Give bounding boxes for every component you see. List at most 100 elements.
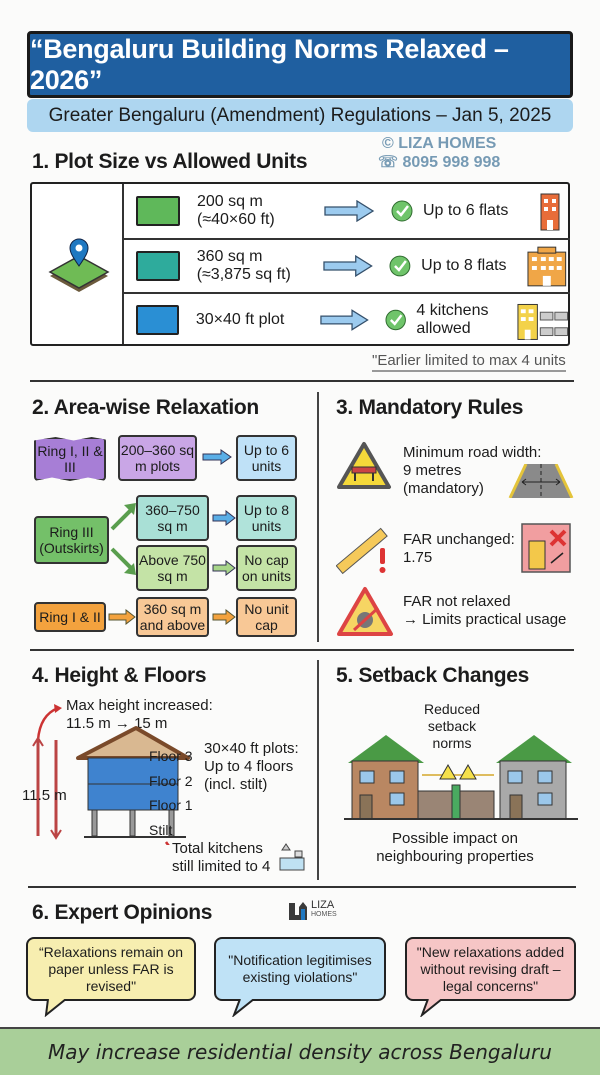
divider <box>317 392 319 642</box>
divider <box>30 380 574 382</box>
label-line: norms <box>432 735 472 751</box>
watermark: © LIZA HOMES ☏ 8095 998 998 <box>378 134 500 172</box>
plot-size-table: 200 sq m(≈40×60 ft) Up to 6 flats 360 sq… <box>30 182 570 346</box>
rule-line: → Limits practical usage <box>403 611 567 628</box>
divider <box>317 660 319 880</box>
max-height-line: 11.5 m → 15 m <box>66 715 168 732</box>
bubble-tail <box>232 999 255 1017</box>
note-line: (incl. stilt) <box>204 776 268 793</box>
section6-heading: 6. Expert Opinions <box>32 901 213 924</box>
kitchen-stove-icon <box>279 843 305 871</box>
plot-row: 200 sq m(≈40×60 ft) Up to 6 flats <box>124 184 570 238</box>
road-width-icon <box>508 464 574 498</box>
section5-heading: 5. Setback Changes <box>336 664 530 687</box>
branch-arrows-icon <box>110 503 136 575</box>
road-barrier-warning-icon <box>337 442 391 489</box>
rule-line: (mandatory) <box>403 480 484 497</box>
logo-line: LIZA <box>311 899 335 911</box>
section2-heading: 2. Area-wise Relaxation <box>32 396 259 419</box>
plot-map-cell <box>32 184 124 344</box>
max-height-note: Max height increased:11.5 m → 15 m <box>66 697 213 733</box>
floor-label: Floor 2 <box>149 772 193 789</box>
unit-result: Up to 6 units <box>236 435 297 481</box>
height-dimension: 11.5 m <box>22 787 67 804</box>
earlier-limit-note: "Earlier limited to max 4 units <box>372 352 566 372</box>
bubble-tail <box>44 999 67 1017</box>
plots-floors-note: 30×40 ft plots:Up to 4 floors(incl. stil… <box>204 740 299 794</box>
arrow-right-icon <box>212 510 236 526</box>
floor-label: Stilt <box>149 821 173 838</box>
plot-range: Above 750 sq m <box>136 545 209 591</box>
divider <box>30 649 574 651</box>
building-small-icon <box>540 193 560 231</box>
rule-line: 1.75 <box>403 549 433 566</box>
opinion-bubble: "Notification legitimises existing viola… <box>214 937 386 1001</box>
building-large-icon <box>527 246 567 287</box>
rule-far-unchanged: FAR unchanged:1.75 <box>403 531 515 567</box>
page-title: “Bengaluru Building Norms Relaxed – 2026… <box>27 31 573 98</box>
logo-line: HOMES <box>311 911 337 918</box>
note-line: Up to 4 floors <box>204 758 294 775</box>
rule-line: 9 metres <box>403 462 462 479</box>
section4-heading: 4. Height & Floors <box>32 664 207 687</box>
plot-swatch-blue <box>136 305 179 335</box>
plot-row: 360 sq m(≈3,875 sq ft) Up to 8 flats <box>124 238 570 292</box>
max-height-line: Max height increased: <box>66 697 213 714</box>
rule-road-width: Minimum road width:9 metres(mandatory) <box>403 444 541 498</box>
divider <box>28 886 576 888</box>
setback-houses-illustration <box>344 735 578 820</box>
page-subtitle: Greater Bengaluru (Amendment) Regulation… <box>27 99 573 132</box>
arrow-right-icon <box>108 609 136 625</box>
ruler-warning-icon <box>336 527 388 575</box>
zone-ring-3-outskirts: Ring III (Outskirts) <box>34 516 109 564</box>
liza-homes-logo-icon <box>289 902 307 920</box>
arrow-right-icon <box>319 309 369 331</box>
rule-far-not-relaxed: FAR not relaxed→ Limits practical usage <box>403 593 566 629</box>
plot-size-sub: (≈40×60 ft) <box>197 211 275 228</box>
building-no-far-icon <box>521 523 571 573</box>
arrow-right-icon <box>212 609 236 625</box>
arrow-right-icon <box>212 560 236 576</box>
plot-swatch-green <box>136 196 180 226</box>
watermark-brand: © LIZA HOMES <box>382 135 497 152</box>
check-circle-icon <box>391 200 413 222</box>
unit-result: Up to 8 units <box>236 495 297 541</box>
rule-line: FAR not relaxed <box>403 593 511 610</box>
plot-range: 360 sq m and above <box>136 597 209 637</box>
money-bag-prohibited-icon <box>337 587 393 636</box>
plot-size: 200 sq m <box>197 193 263 210</box>
impact-line: Possible impact on <box>392 830 518 847</box>
allowed-units: 4 kitchens allowed <box>416 302 489 337</box>
note-line: Total kitchens <box>172 840 263 857</box>
opinion-bubble: “Relaxations remain on paper unless FAR … <box>26 937 196 1001</box>
label-line: Reduced <box>423 701 481 717</box>
unit-result: No unit cap <box>236 597 297 637</box>
plot-range: 200–360 sq m plots <box>118 435 197 481</box>
plot-size: 30×40 ft plot <box>195 311 285 328</box>
footer-banner: May increase residential density across … <box>0 1027 600 1075</box>
arrow-right-icon <box>323 255 373 277</box>
bubble-tail <box>420 999 443 1017</box>
zone-ring-1-2: Ring I & II <box>34 602 106 632</box>
check-circle-icon <box>385 309 406 331</box>
floor-label: Floor 3 <box>149 748 193 764</box>
allowed-units: Up to 8 flats <box>421 257 507 274</box>
plot-row: 30×40 ft plot 4 kitchens allowed <box>124 292 570 346</box>
plot-size: 360 sq m <box>196 248 263 265</box>
arrow-right-icon <box>202 449 232 465</box>
section1-heading: 1. Plot Size vs Allowed Units <box>32 150 308 173</box>
zone-ring-1-2-3: Ring I, II & III <box>34 437 106 481</box>
check-circle-icon <box>389 255 411 277</box>
house-floors-illustration <box>32 704 190 845</box>
rule-line: FAR unchanged: <box>403 531 515 548</box>
floor-labels: Floor 3 Floor 2 Floor 1 Stilt <box>149 744 193 842</box>
note-line: 30×40 ft plots: <box>204 740 299 757</box>
arrow-right-icon <box>324 200 375 222</box>
label-line: setback <box>427 718 477 734</box>
floor-label: Floor 1 <box>149 797 193 813</box>
